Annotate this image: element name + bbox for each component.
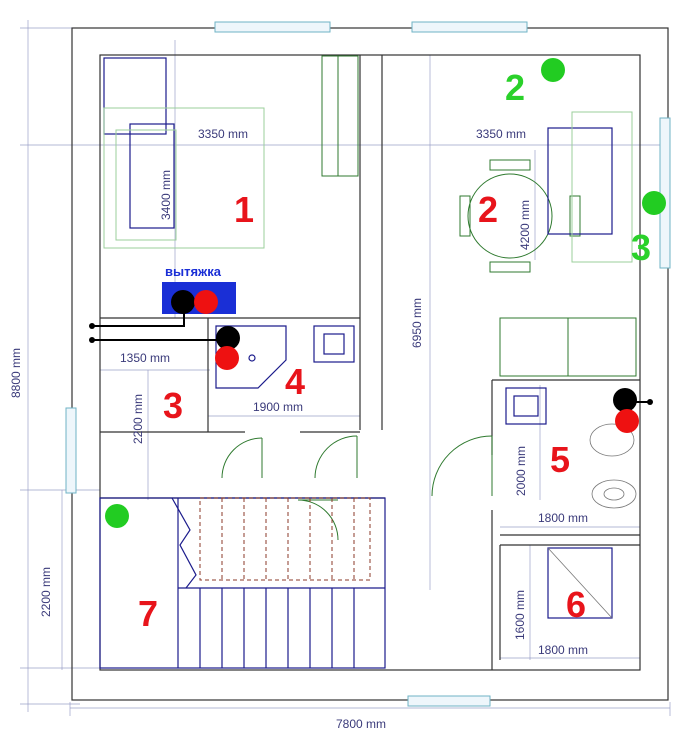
room-number-4: 4: [285, 361, 305, 402]
green-marker: [105, 504, 129, 528]
room-number-2-green: 2: [505, 67, 525, 108]
dim-shower-height: 1600 mm: [513, 590, 527, 640]
dim-room2-height: 4200 mm: [518, 200, 532, 250]
dim-bath-height: 2000 mm: [514, 446, 528, 496]
dimension-labels: 3350 mm 3350 mm 3400 mm 4200 mm 6950 mm …: [9, 127, 588, 731]
dim-shower-width: 1800 mm: [538, 643, 588, 657]
room-number-3-green: 3: [631, 227, 651, 268]
green-marker: [642, 191, 666, 215]
markers: [105, 58, 666, 528]
bedroom-furniture: [103, 55, 359, 249]
dim-bath-width: 1800 mm: [538, 511, 588, 525]
living-furniture: [459, 111, 637, 377]
hood-label: вытяжка: [165, 264, 222, 279]
red-marker: [194, 290, 218, 314]
dim-room1-height: 3400 mm: [159, 170, 173, 220]
dim-room3-height: 2200 mm: [131, 394, 145, 444]
dim-kitchen-width: 1900 mm: [253, 400, 303, 414]
dim-room2-width: 3350 mm: [476, 127, 526, 141]
bath-fixtures: [505, 387, 637, 619]
dim-kitchen-left: 1350 mm: [120, 351, 170, 365]
dim-corridor-length: 6950 mm: [410, 298, 424, 348]
kitchen-fixtures: [215, 325, 355, 389]
dim-stair-height: 2200 mm: [39, 567, 53, 617]
room-numbers: 1 2 2 3 3 4 5 6 7: [138, 67, 651, 634]
dim-room1-width: 3350 mm: [198, 127, 248, 141]
red-marker: [615, 409, 639, 433]
room-number-7: 7: [138, 593, 158, 634]
dim-overall-height: 8800 mm: [9, 348, 23, 398]
black-marker: [171, 290, 195, 314]
black-marker: [216, 326, 240, 350]
room-number-3: 3: [163, 385, 183, 426]
room-number-2: 2: [478, 189, 498, 230]
room-number-5: 5: [550, 439, 570, 480]
green-marker: [541, 58, 565, 82]
black-marker: [613, 388, 637, 412]
windows: [65, 21, 671, 707]
room-number-6: 6: [566, 584, 586, 625]
room-number-1: 1: [234, 189, 254, 230]
dimension-lines: [20, 20, 671, 716]
red-marker: [215, 346, 239, 370]
stairs: [99, 497, 386, 669]
doors: [221, 435, 493, 541]
dim-overall-width: 7800 mm: [336, 717, 386, 731]
